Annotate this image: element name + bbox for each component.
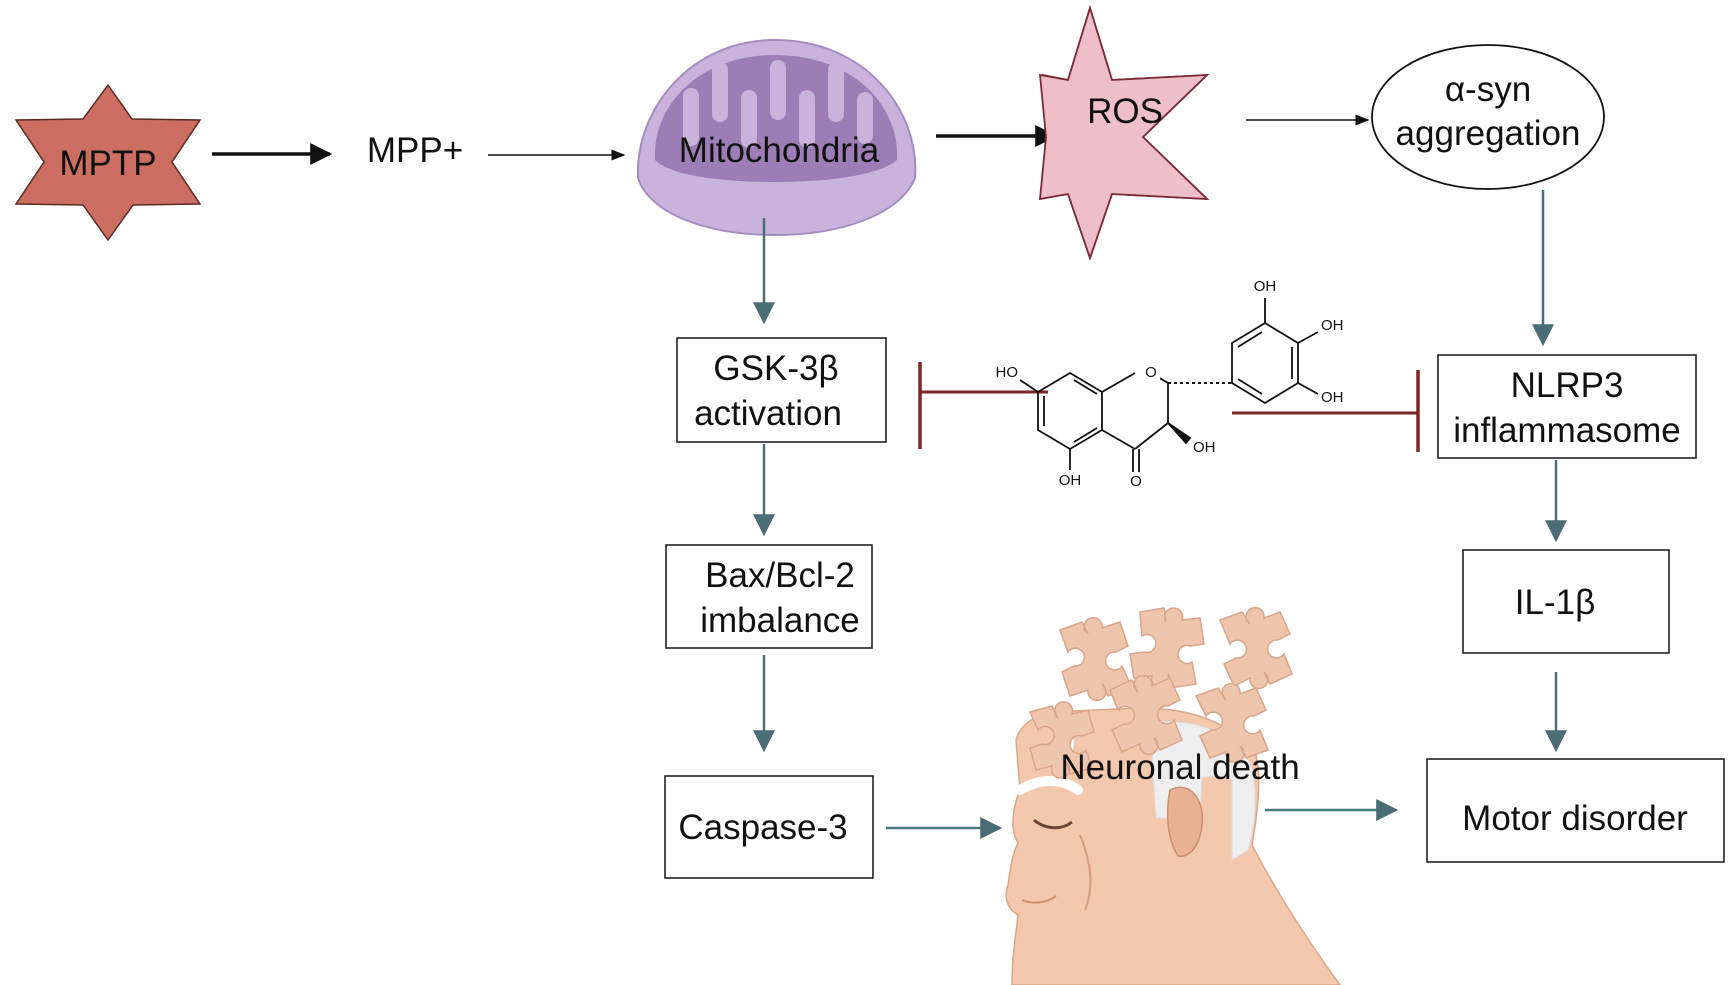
oh-top-label: OH	[1254, 278, 1277, 295]
caspase3-label: Caspase-3	[678, 808, 847, 847]
eyebrow-shape	[1015, 776, 1083, 795]
dihydromyricetin-structure	[1019, 298, 1319, 472]
caspase3-node: Caspase-3	[664, 775, 874, 879]
puzzle-pieces	[1028, 606, 1293, 779]
molecule-labels: O OH OH OH HO OH OH O	[996, 278, 1344, 490]
motor-disorder-node: Motor disorder	[1426, 758, 1725, 863]
oh-ringb-label: OH	[1321, 389, 1344, 406]
mitochondria-node: Mitochondria	[636, 38, 917, 237]
asyn-label-line1: α-syn	[1445, 70, 1531, 109]
ho-left-label: HO	[996, 364, 1019, 381]
bax-bcl2-label-line1: Bax/Bcl-2	[705, 556, 855, 595]
ros-node: ROS	[1038, 4, 1210, 261]
gsk3b-node: GSK-3β activation	[676, 337, 887, 443]
inhibition-gsk3b	[918, 362, 1048, 449]
motor-disorder-label: Motor disorder	[1462, 799, 1688, 838]
caspase3-box	[664, 775, 874, 879]
gsk3b-label-line1: GSK-3β	[713, 349, 838, 388]
closed-eye-shape	[1033, 818, 1073, 830]
nlrp3-node: NLRP3 inflammasome	[1437, 354, 1697, 459]
nlrp3-label-line2: inflammasome	[1453, 411, 1681, 450]
mptp-node: MPTP	[14, 83, 202, 242]
il1b-label: IL-1β	[1515, 583, 1595, 622]
mptp-star-shape	[14, 83, 202, 242]
puzzle-piece	[1109, 674, 1183, 756]
bax-bcl2-node: Bax/Bcl-2 imbalance	[665, 544, 873, 649]
nlrp3-box	[1437, 354, 1697, 459]
inhibition-nlrp3	[1232, 370, 1420, 452]
keto-oxygen-label: O	[1130, 473, 1142, 490]
mpp-label: MPP+	[367, 131, 463, 170]
asyn-ellipse	[1371, 44, 1605, 190]
puzzle-piece	[1028, 701, 1095, 779]
bax-bcl2-label-line2: imbalance	[700, 601, 860, 640]
cheek-wrinkle	[1079, 834, 1092, 911]
gsk3b-box	[676, 337, 887, 443]
il1b-node: IL-1β	[1462, 549, 1670, 654]
motor-disorder-box	[1426, 758, 1725, 863]
mitochondria-label: Mitochondria	[679, 131, 880, 170]
puzzle-piece	[1129, 607, 1205, 689]
il1b-box	[1462, 549, 1670, 654]
oh-bottom-label: OH	[1059, 472, 1082, 489]
puzzle-piece	[1219, 606, 1293, 690]
mptp-label: MPTP	[59, 144, 156, 183]
ros-label: ROS	[1087, 92, 1163, 131]
oh-right-label: OH	[1321, 317, 1344, 334]
gsk3b-label-line2: activation	[694, 394, 842, 433]
asyn-label-line2: aggregation	[1396, 114, 1581, 153]
ring-oxygen-label: O	[1145, 364, 1157, 381]
mouth-line	[1021, 895, 1057, 904]
ear-shape	[1166, 786, 1204, 857]
neuronal-death-label: Neuronal death	[1060, 748, 1299, 787]
bax-bcl2-box	[665, 544, 873, 649]
oh-c3-label: OH	[1193, 439, 1216, 456]
mitochondria-cristae	[683, 60, 873, 148]
puzzle-piece	[1194, 682, 1269, 764]
nlrp3-label-line1: NLRP3	[1511, 366, 1624, 405]
asyn-node: α-syn aggregation	[1371, 44, 1605, 190]
